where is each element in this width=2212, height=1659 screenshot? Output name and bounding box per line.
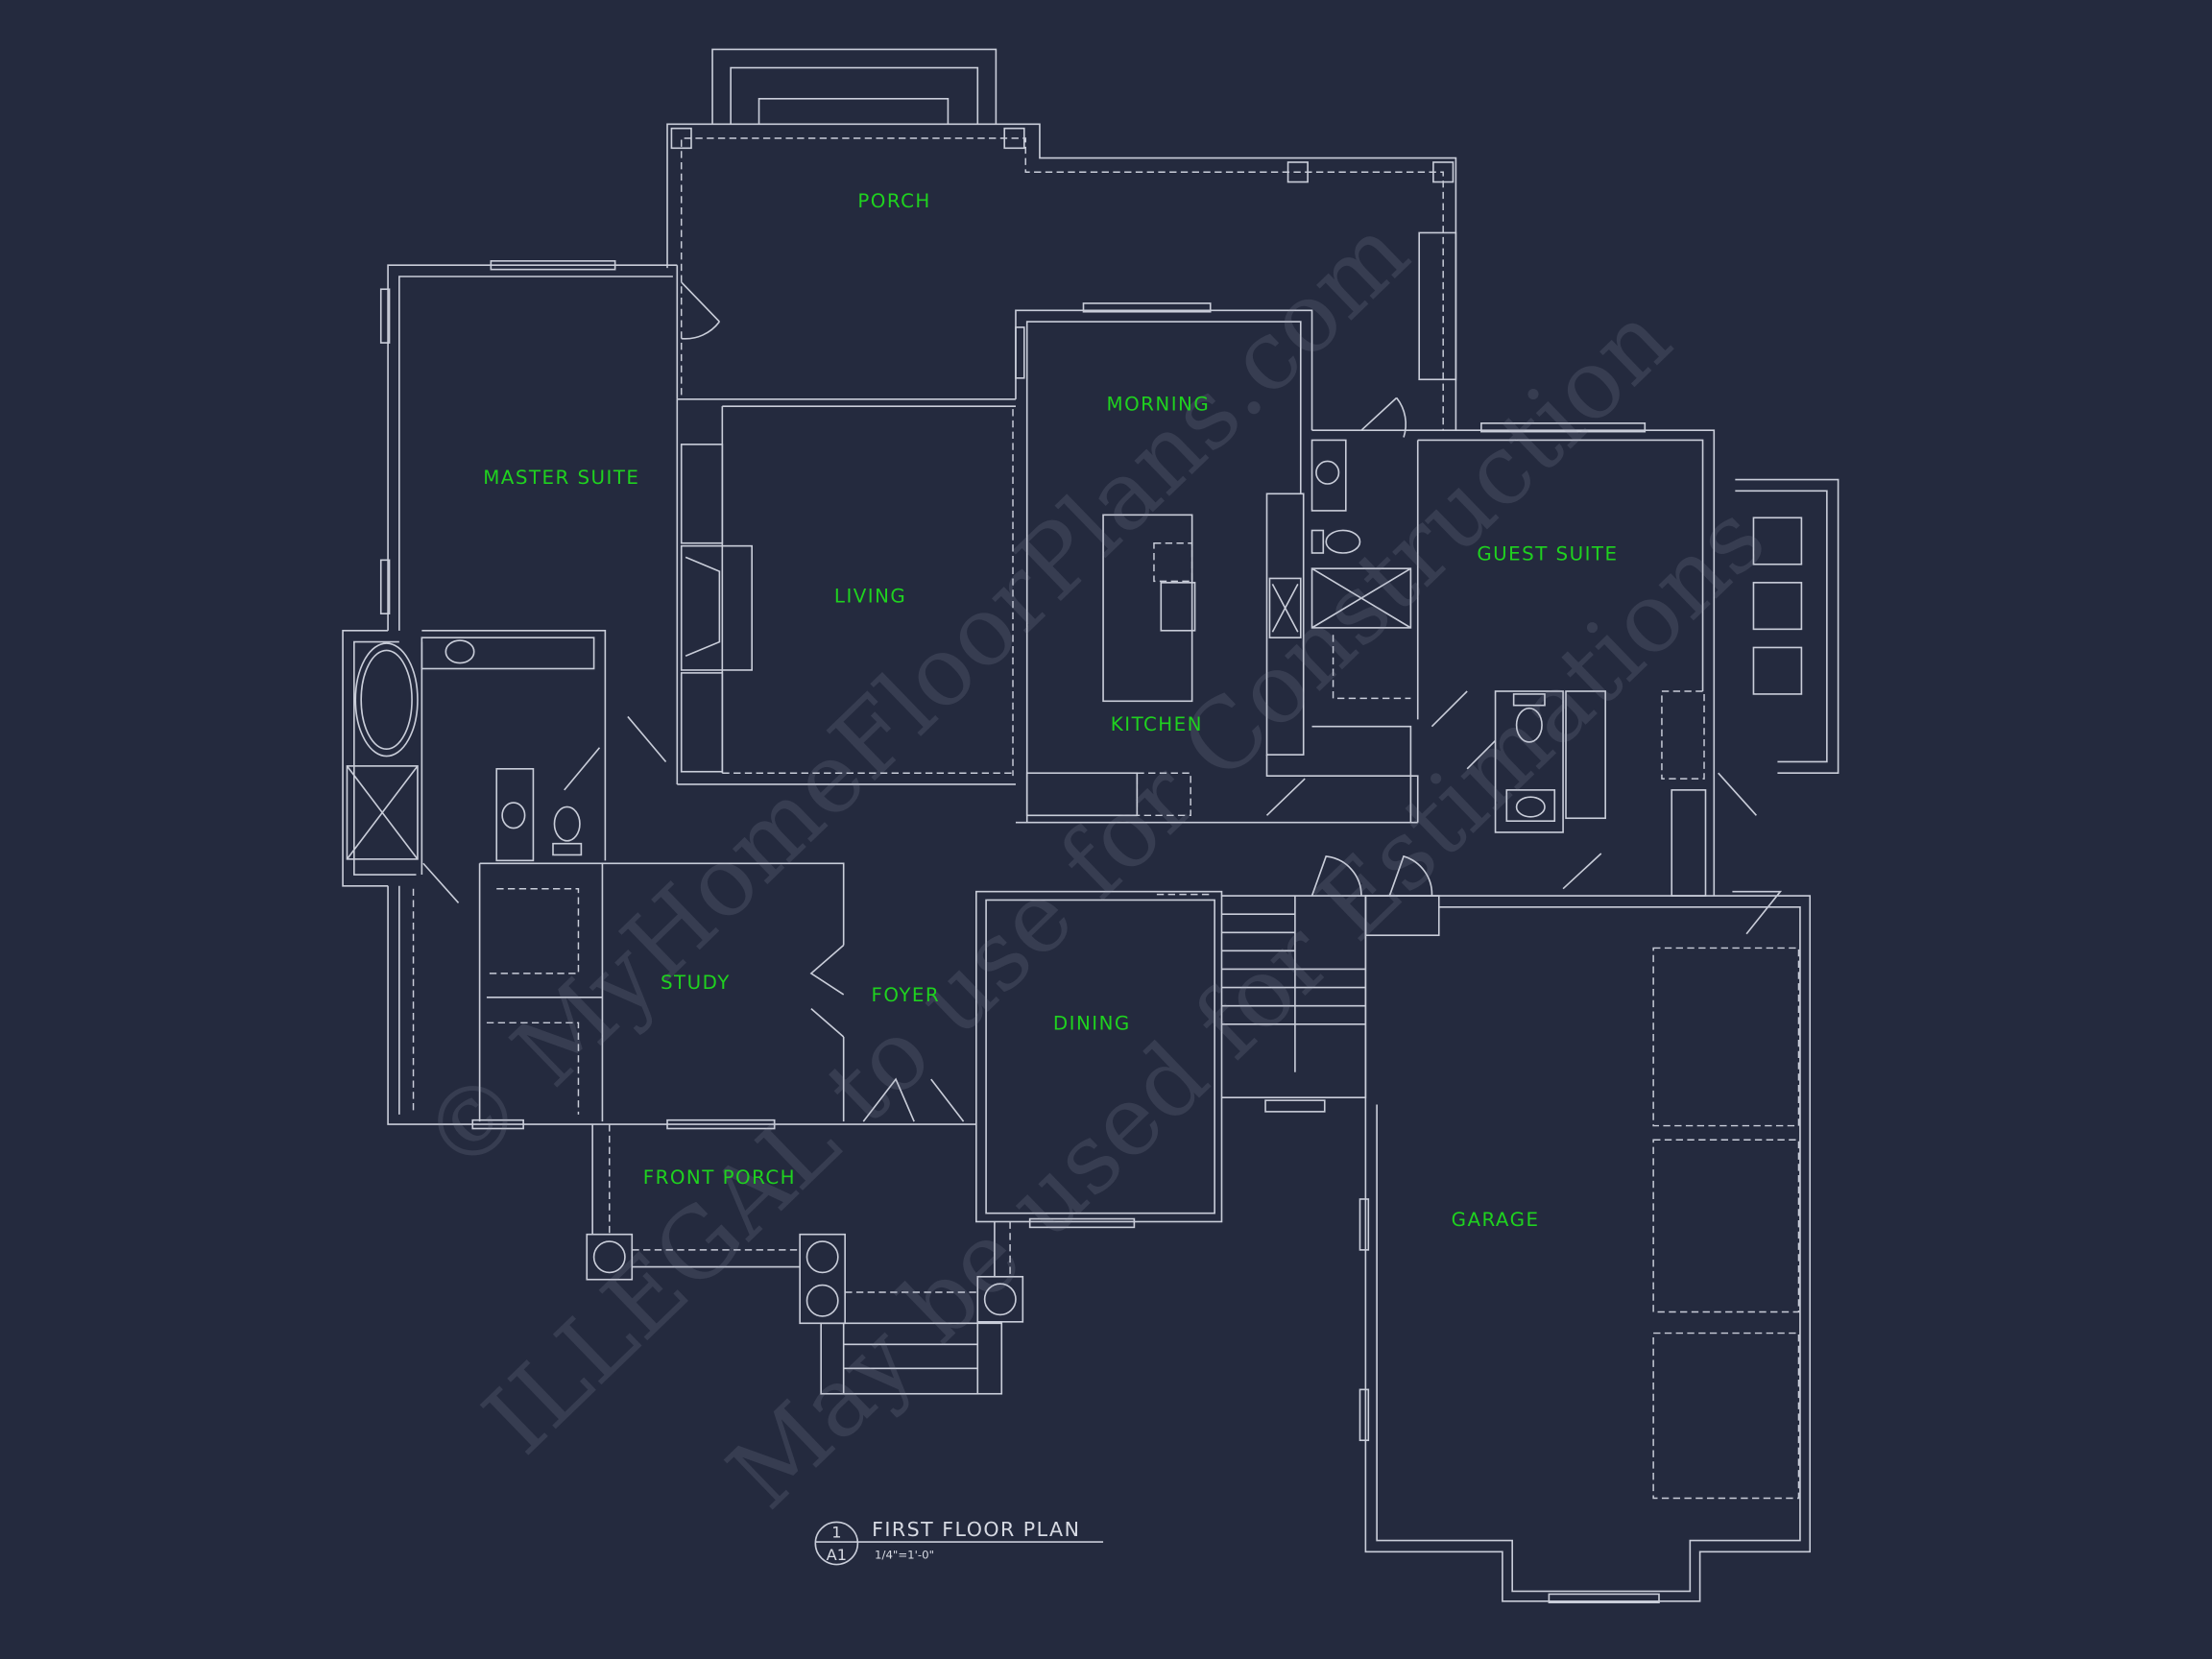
room-label-living: LIVING [834,585,906,607]
room-label-master-suite: MASTER SUITE [483,467,639,489]
drawing-title: FIRST FLOOR PLAN [872,1518,1080,1541]
master-suite-walls [379,260,721,631]
room-label-front-porch: FRONT PORCH [643,1166,796,1189]
room-label-study: STUDY [661,972,731,994]
kitchen-morning-walls [1012,302,1419,824]
living-walls [676,398,1016,785]
room-label-guest-suite: GUEST SUITE [1477,542,1618,565]
drawing-scale: 1/4"=1'-0" [875,1549,934,1562]
room-label-morning: MORNING [1107,394,1211,416]
detail-bubble [814,1521,859,1566]
room-label-garage: GARAGE [1452,1209,1540,1231]
room-label-dining: DINING [1053,1013,1131,1035]
front-porch [586,1124,1024,1395]
room-label-foyer: FOYER [871,984,940,1006]
rear-porch-walls [666,48,1457,431]
detail-number: 1 [831,1524,841,1542]
room-label-porch: PORCH [857,190,930,212]
title-block: 1 A1 FIRST FLOOR PLAN 1/4"=1'-0" [814,1518,1104,1566]
sheet-number: A1 [827,1546,847,1564]
guest-suite-walls [1310,397,1839,897]
garage-walls [1358,890,1812,1604]
room-labels: PORCH MASTER SUITE LIVING MORNING KITCHE… [483,190,1618,1231]
master-bath-walls [342,630,667,903]
room-label-kitchen: KITCHEN [1111,713,1203,735]
